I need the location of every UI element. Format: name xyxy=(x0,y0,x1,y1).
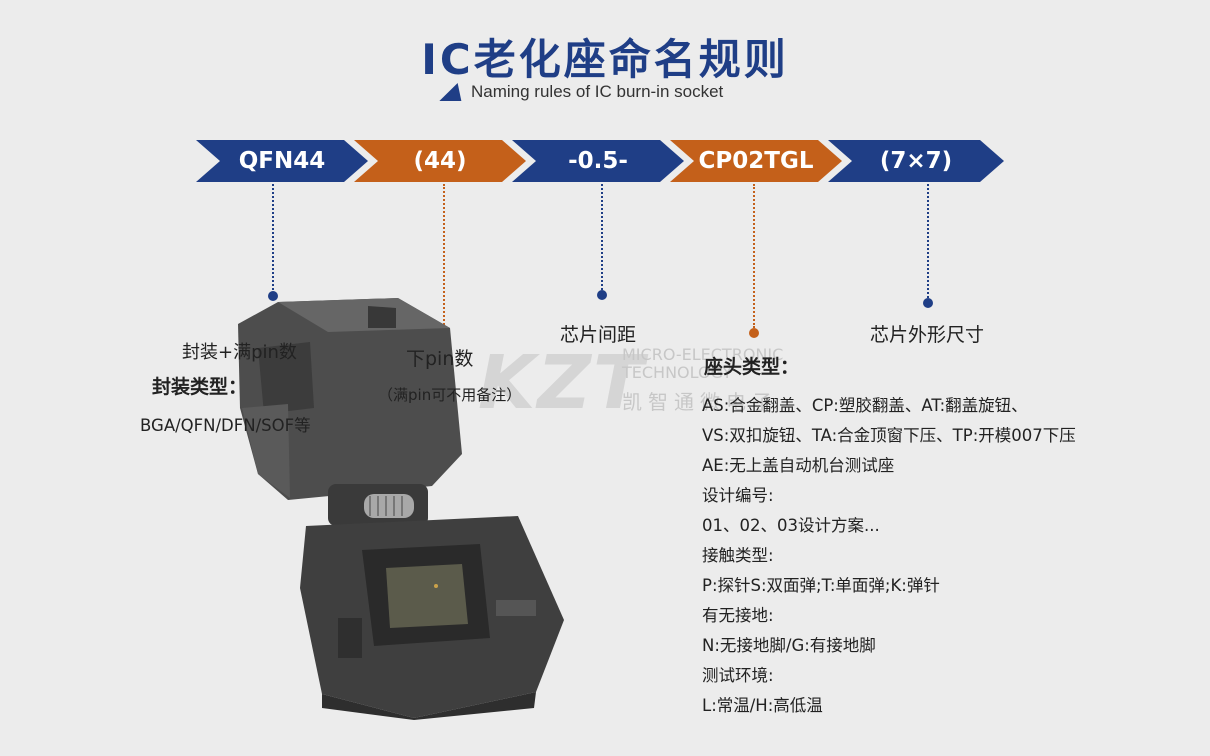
rule-line: 设计编号: xyxy=(702,486,774,505)
page-title: IC老化座命名规则 xyxy=(421,35,789,84)
label-pitch: 芯片间距 xyxy=(560,324,637,346)
segment-head-type: CP02TGL xyxy=(670,140,842,182)
label-pin-count: 下pin数 xyxy=(406,348,474,370)
connector-dot xyxy=(923,298,933,308)
connector-dot xyxy=(749,328,759,338)
watermark-logo: KZT xyxy=(478,340,646,426)
subtitle-row: Naming rules of IC burn-in socket xyxy=(439,80,724,104)
rule-line: 01、02、03设计方案... xyxy=(702,516,880,535)
label-chip-size: 芯片外形尺寸 xyxy=(870,324,985,346)
rule-line: N:无接地脚/G:有接地脚 xyxy=(702,636,876,655)
connector-line xyxy=(927,184,929,298)
rule-line: 接触类型: xyxy=(702,546,774,565)
connector-dot xyxy=(268,291,278,301)
rule-line: L:常温/H:高低温 xyxy=(702,696,823,715)
rule-line: VS:双扣旋钮、TA:合金顶窗下压、TP:开模007下压 xyxy=(702,426,1076,445)
segment-pitch: -0.5- xyxy=(512,140,684,182)
segment-package: QFN44 xyxy=(196,140,368,182)
rule-line: AS:合金翻盖、CP:塑胶翻盖、AT:翻盖旋钮、 xyxy=(702,396,1028,415)
connector-dot xyxy=(597,290,607,300)
segment-chip-size-text: (7×7) xyxy=(879,148,953,174)
segment-chip-size: (7×7) xyxy=(828,140,1004,182)
watermark-line: TECHNOLOGY xyxy=(622,363,732,382)
rule-line: 有无接地: xyxy=(702,606,774,625)
socket-image xyxy=(238,298,564,720)
segment-pitch-text: -0.5- xyxy=(568,148,628,174)
watermark-line: MICRO-ELECTRONIC xyxy=(622,345,784,364)
page-subtitle: Naming rules of IC burn-in socket xyxy=(471,82,724,101)
connector-line xyxy=(753,184,755,328)
rule-line: 测试环境: xyxy=(702,666,774,685)
label-package-examples: BGA/QFN/DFN/SOF等 xyxy=(140,416,311,435)
label-package-pin: 封装+满pin数 xyxy=(182,342,297,363)
segment-package-text: QFN44 xyxy=(238,148,326,174)
watermark-line: 凯智通微电子 xyxy=(622,390,778,414)
label-package-type: 封装类型： xyxy=(152,376,248,398)
connector-line xyxy=(443,184,445,328)
rule-line: P:探针S:双面弹;T:单面弹;K:弹针 xyxy=(702,576,940,595)
triangle-icon xyxy=(439,83,469,101)
label-head-type: 座头类型： xyxy=(704,356,800,378)
segment-head-type-text: CP02TGL xyxy=(698,148,814,174)
segment-pin-count-text: (44) xyxy=(413,148,467,174)
segment-pin-count: (44) xyxy=(354,140,526,182)
connector-line xyxy=(272,184,274,290)
rule-line: AE:无上盖自动机台测试座 xyxy=(702,456,895,475)
label-pin-note: （满pin可不用备注） xyxy=(378,386,522,404)
connector-line xyxy=(601,184,603,290)
